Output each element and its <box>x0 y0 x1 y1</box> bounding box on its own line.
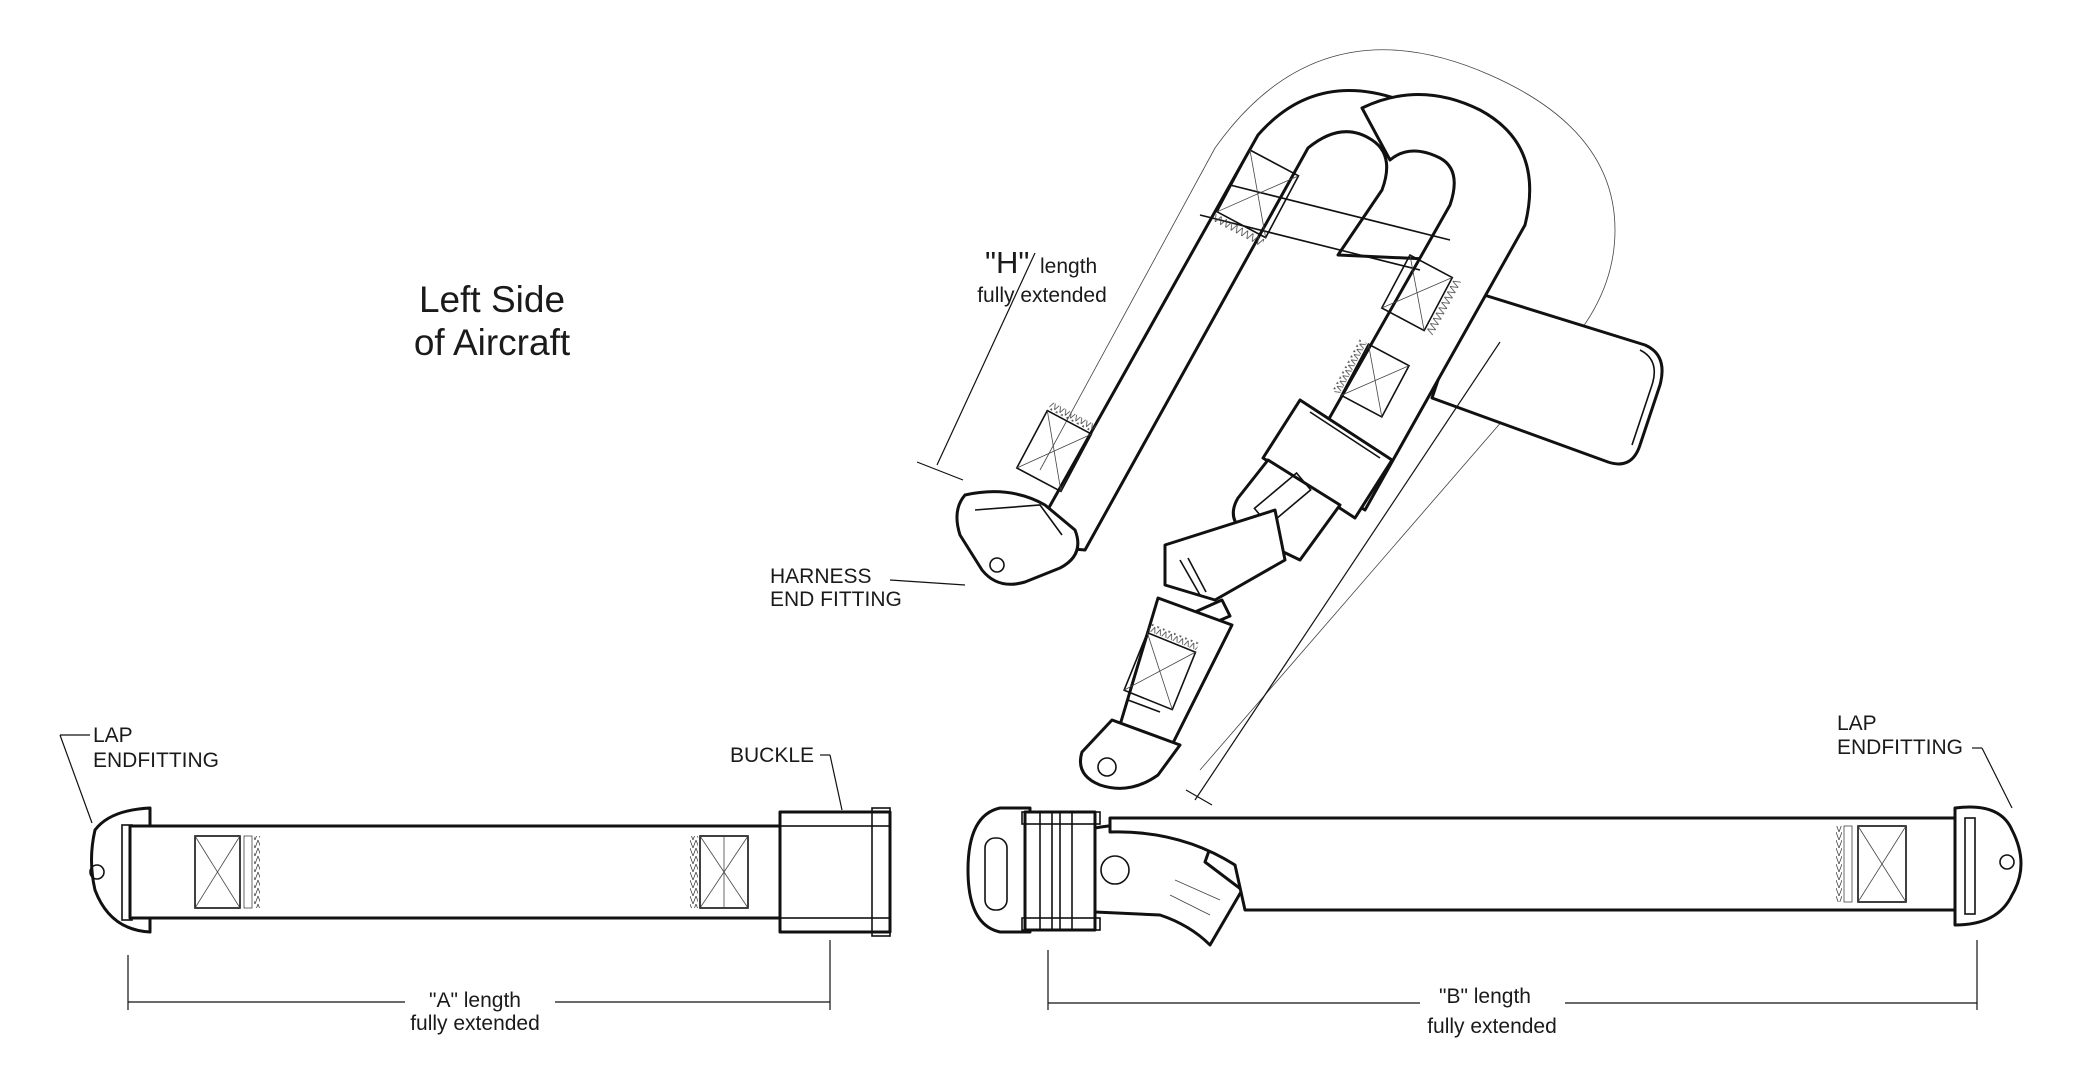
lap-endfitting-right-callout: LAP ENDFITTING <box>1837 712 2013 809</box>
buckle-left <box>778 807 892 937</box>
title: Left Side of Aircraft <box>414 279 571 363</box>
stitch-box-lap-right <box>1836 825 1907 903</box>
lap-webbing-right <box>1108 816 1982 912</box>
h-length-word: length <box>1040 255 1097 278</box>
b-length-line-1: "B" length <box>1439 985 1531 1008</box>
harness-buckle <box>1163 398 1394 630</box>
harness-label-line-2: END FITTING <box>770 588 902 611</box>
harness-tongue-fitting <box>1079 718 1182 790</box>
b-length-dimension: "B" length fully extended <box>1047 940 1978 1038</box>
lap-right-label-line-1: LAP <box>1837 712 1877 735</box>
a-length-dimension: "A" length fully extended <box>127 940 831 1035</box>
stitch-box-harness-upper-left <box>1212 148 1300 247</box>
harness-label-line-1: HARNESS <box>770 565 872 588</box>
h-length-line-2: fully extended <box>977 284 1107 307</box>
stitch-box-lap-left-1 <box>194 835 260 909</box>
h-length-label: "H" length fully extended <box>977 245 1107 307</box>
h-length-symbol: "H" <box>985 245 1029 280</box>
stitch-box-lap-left-2 <box>690 835 749 909</box>
cross-strap <box>1430 288 1664 466</box>
title-line-1: Left Side <box>419 279 565 320</box>
lap-endfitting-left-hole <box>89 864 105 880</box>
seat-back-outline <box>1039 49 1616 771</box>
tongue-fitting-hole <box>1097 757 1117 777</box>
stitch-box-harness-right-lower <box>1332 339 1411 419</box>
title-line-2: of Aircraft <box>414 322 571 363</box>
h-length-dimension <box>916 252 1501 806</box>
harness-end-fitting <box>955 490 1080 586</box>
a-length-line-1: "A" length <box>429 989 521 1012</box>
b-length-line-2: fully extended <box>1427 1015 1557 1038</box>
latch-slot <box>984 837 1008 911</box>
shoulder-harness: "H" length fully extended HARNESS END FI… <box>770 49 1664 806</box>
harness-loop-strap <box>1026 89 1532 552</box>
lap-left-label-line-2: ENDFITTING <box>93 749 219 772</box>
stitch-box-harness-lower-left <box>1015 401 1097 493</box>
lap-left-label-line-1: LAP <box>93 724 133 747</box>
buckle-callout: BUCKLE <box>730 744 843 811</box>
latch-plate <box>966 806 1101 934</box>
lap-belt-left <box>89 806 892 937</box>
stitch-box-harness-right-upper <box>1380 253 1462 336</box>
lap-right-label-line-2: ENDFITTING <box>1837 736 1963 759</box>
lap-endfitting-left-callout: LAP ENDFITTING <box>59 724 219 824</box>
buckle-label: BUCKLE <box>730 744 814 767</box>
lap-belt-right <box>966 805 2023 947</box>
a-length-line-2: fully extended <box>410 1012 540 1035</box>
harness-end-fitting-callout: HARNESS END FITTING <box>770 565 966 611</box>
lap-endfitting-right-hole <box>1999 854 2015 870</box>
lap-webbing-left <box>128 824 782 920</box>
harness-end-fitting-hole <box>989 557 1005 573</box>
lap-endfitting-right <box>1953 805 2023 927</box>
harness-tongue-strap <box>1118 596 1234 747</box>
